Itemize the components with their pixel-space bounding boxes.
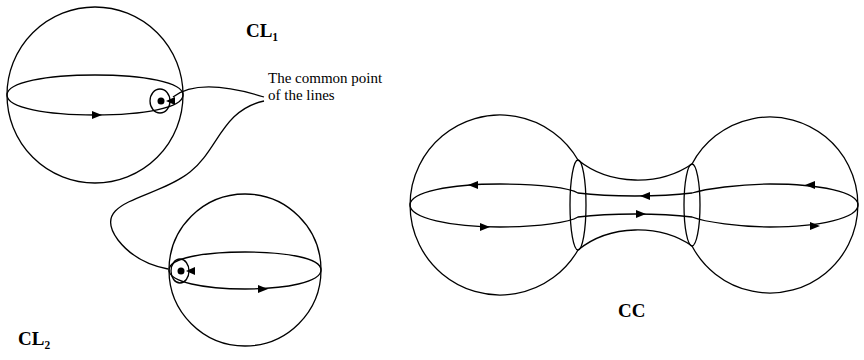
leader-line: [110, 101, 264, 269]
arrowhead: [805, 181, 815, 189]
arrowhead: [186, 267, 195, 275]
callout-note: The common point of the lines: [268, 70, 396, 105]
curve-front: [410, 205, 858, 227]
arrowhead: [480, 223, 490, 231]
common-point: [178, 268, 185, 275]
arrowhead: [166, 97, 175, 105]
equator-back: [7, 75, 183, 95]
arrowhead: [640, 192, 650, 200]
arrowhead: [92, 111, 102, 119]
leader-line: [173, 87, 264, 97]
neck-ring: [684, 164, 700, 246]
arrowhead: [810, 222, 820, 230]
arrowhead: [636, 210, 646, 218]
sphere-outline: [410, 115, 578, 295]
sphere-label: CL₂: [18, 328, 50, 350]
sphere-outline: [692, 117, 858, 293]
arrowhead: [258, 285, 268, 293]
surface-label: CC: [618, 300, 645, 322]
sphere-label: CL₁: [246, 20, 278, 42]
tube-outline: [578, 160, 692, 180]
sphere-outline: [7, 7, 183, 183]
tube-outline: [578, 230, 692, 250]
equator-back: [169, 252, 321, 270]
arrowhead: [468, 181, 478, 189]
common-point: [158, 98, 165, 105]
neck-ring: [570, 160, 586, 250]
sphere-outline: [169, 194, 321, 346]
